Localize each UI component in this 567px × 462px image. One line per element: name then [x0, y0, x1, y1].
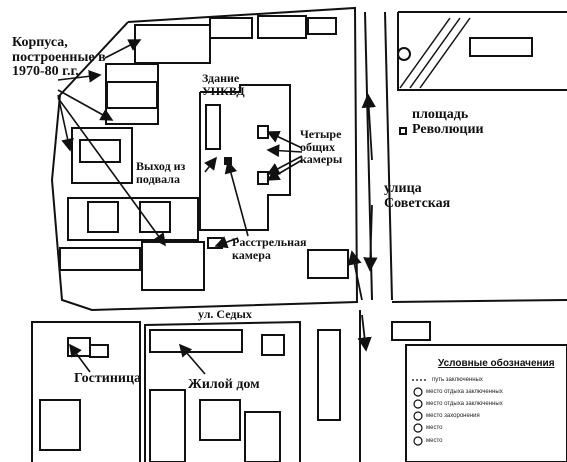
corpus-arrows — [57, 39, 166, 247]
nkvd-block — [50, 6, 359, 312]
legend-item: место — [426, 425, 443, 431]
label-hotel: Гостиница — [74, 371, 142, 386]
cells-arrows — [266, 130, 303, 181]
legend-item: место отдыха заключенных — [426, 401, 503, 407]
label-basement-exit: Выход из подвала — [136, 159, 186, 186]
label-square: площадь Революции — [412, 107, 484, 137]
label-nkvd-building: Здание УНКВД — [202, 71, 245, 98]
label-execution-cell: Расстрельная камера — [232, 235, 307, 262]
top-buildings — [134, 15, 337, 64]
lower-blocks — [31, 320, 341, 462]
label-four-cells: Четыре общих камеры — [300, 127, 343, 167]
label-corpus: Корпуса, построенные в 1970-80 г.г. — [12, 35, 106, 80]
legend-title: Условные обозначения — [438, 358, 555, 369]
label-sovetskaya: улица Советская — [384, 181, 451, 211]
corpus-buildings — [59, 63, 205, 291]
label-residential: Жилой дом — [188, 377, 260, 392]
legend-item: место — [426, 438, 443, 444]
sovetskaya-street — [359, 11, 393, 462]
square-block — [397, 11, 567, 135]
legend-item: место отдыха заключенных — [426, 389, 503, 395]
legend-item: путь заключенных — [432, 377, 483, 383]
label-sedykh: ул. Седых — [198, 307, 252, 321]
legend-item: место захоронения — [426, 413, 480, 419]
